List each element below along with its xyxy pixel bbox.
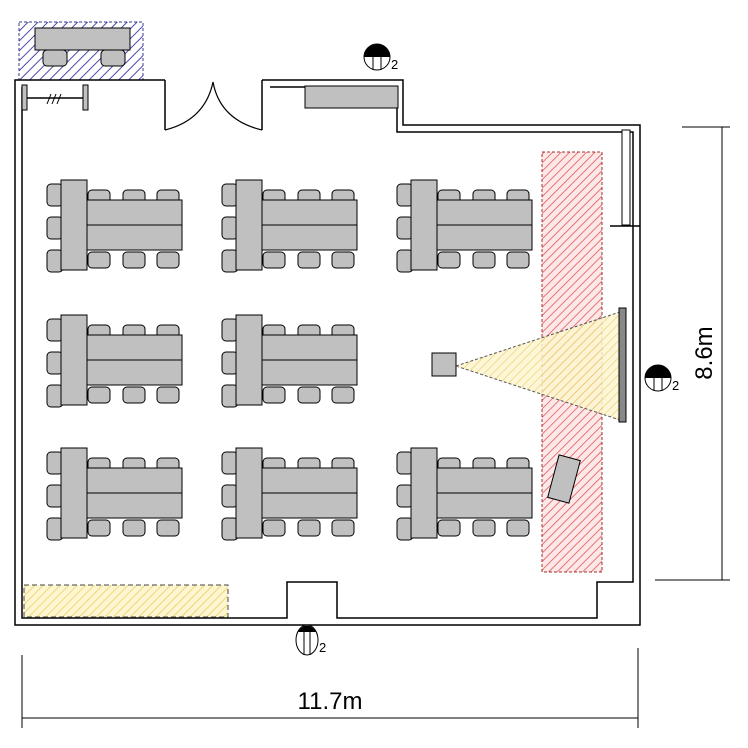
- table-group: [221, 179, 358, 273]
- reception-desk-zone: [18, 21, 144, 81]
- side-counter-zone: [23, 584, 229, 618]
- sensor-symbol-top: 2: [363, 43, 398, 72]
- projection-zone: [431, 307, 627, 504]
- chair: [87, 251, 111, 269]
- head-table: [60, 447, 88, 539]
- projector: [431, 352, 457, 377]
- chair: [297, 251, 321, 269]
- svg-text:2: 2: [391, 57, 398, 72]
- head-table: [235, 179, 263, 271]
- chair: [156, 519, 180, 537]
- screen: [618, 307, 627, 423]
- chair: [331, 386, 355, 404]
- table: [261, 359, 358, 386]
- height-dimension: 8.6m: [655, 126, 730, 581]
- table-group: [46, 314, 183, 408]
- head-table: [410, 179, 438, 271]
- svg-text:8.6m: 8.6m: [691, 326, 718, 379]
- table: [86, 492, 183, 519]
- chair: [262, 251, 286, 269]
- head-table: [410, 447, 438, 539]
- svg-text:11.7m: 11.7m: [298, 688, 363, 715]
- table-group: [46, 179, 183, 273]
- chair: [122, 386, 146, 404]
- head-table: [60, 314, 88, 406]
- chair: [331, 519, 355, 537]
- table-group: [46, 447, 183, 541]
- table: [86, 467, 183, 494]
- chair: [331, 251, 355, 269]
- table-groups: [46, 179, 533, 541]
- table-group: [396, 447, 533, 541]
- table-group: [221, 314, 358, 408]
- chair: [297, 386, 321, 404]
- chair: [472, 251, 496, 269]
- lectern: [547, 454, 581, 504]
- chair: [262, 519, 286, 537]
- walls: [14, 79, 641, 626]
- chair: [297, 519, 321, 537]
- table: [436, 224, 533, 251]
- table-group: [221, 447, 358, 541]
- head-table: [235, 314, 263, 406]
- table: [86, 199, 183, 226]
- chair: [262, 386, 286, 404]
- sensor-symbol-bottom: 2: [295, 624, 326, 656]
- chair: [87, 386, 111, 404]
- chair: [506, 519, 530, 537]
- svg-text:2: 2: [319, 640, 326, 655]
- table: [261, 199, 358, 226]
- table: [261, 224, 358, 251]
- width-dimension: 11.7m: [21, 648, 639, 728]
- table: [86, 334, 183, 361]
- chair: [506, 251, 530, 269]
- table-group: [396, 179, 533, 273]
- table: [436, 467, 533, 494]
- table: [436, 492, 533, 519]
- chair: [156, 386, 180, 404]
- head-table: [60, 179, 88, 271]
- table: [261, 467, 358, 494]
- table: [436, 199, 533, 226]
- chair: [156, 251, 180, 269]
- chair: [122, 251, 146, 269]
- chair: [437, 251, 461, 269]
- table: [86, 224, 183, 251]
- chair: [472, 519, 496, 537]
- chair: [87, 519, 111, 537]
- sensor-symbol-right: 2: [644, 364, 679, 393]
- chair: [122, 519, 146, 537]
- table: [261, 334, 358, 361]
- svg-text:2: 2: [672, 378, 679, 393]
- chair: [437, 519, 461, 537]
- table: [261, 492, 358, 519]
- head-table: [235, 447, 263, 539]
- table: [86, 359, 183, 386]
